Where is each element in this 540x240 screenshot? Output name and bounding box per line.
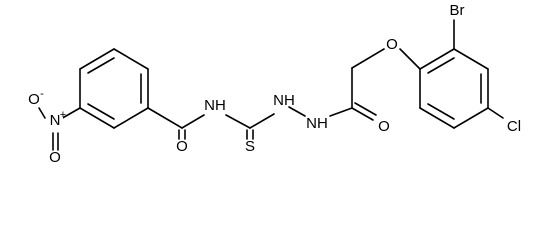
bond-nitro-o-minus (38, 107, 46, 119)
bonds (38, 19, 504, 151)
bond-nh2-to-nh3 (288, 106, 306, 117)
bond-ch2-to-o (351, 48, 385, 69)
atom-nh-hydrazide: NH (306, 115, 328, 132)
bond-ring2-b (453, 48, 489, 70)
bond-carbonyl-2-b (354, 102, 377, 116)
bond-ring-to-cl (487, 107, 504, 119)
bond-ring-to-carbonyl-c (147, 107, 183, 129)
bond-ring1-a (79, 48, 115, 70)
bond-ring2-inner-3 (427, 103, 455, 120)
bond-ring1-d (113, 107, 149, 129)
bond-carbonyl-2-a (351, 107, 374, 121)
bond-nh3-to-co (329, 107, 353, 117)
atom-o-ether: O (386, 36, 398, 53)
atom-n-nitro-charge: + (60, 109, 66, 121)
atom-br: Br (450, 2, 465, 19)
bond-carbonyl-to-nh (181, 114, 205, 129)
bond-ring1-b (113, 48, 149, 70)
atom-nh-amide: NH (204, 97, 226, 114)
atom-nh-thiourea: NH (273, 92, 295, 109)
bond-ring2-d (453, 107, 489, 129)
atom-s-thio: S (245, 138, 255, 155)
atom-n-nitro: N (50, 112, 61, 129)
bond-cs-to-nh2 (249, 113, 275, 129)
bond-ring2-e (419, 107, 455, 129)
chemical-structure: N + O - O O NH S NH NH O O Br Cl (28, 2, 521, 166)
atom-o-nitro-minus-charge: - (40, 88, 44, 100)
atom-o-carbonyl-2: O (378, 118, 390, 135)
bond-ring1-e (79, 107, 115, 129)
bond-ring2-a (419, 48, 455, 70)
atom-cl: Cl (507, 118, 521, 135)
atom-o-carbonyl-1: O (176, 138, 188, 155)
bond-ring1-inner-3 (87, 103, 115, 120)
bond-o-to-ring (399, 48, 421, 70)
bond-nh1-to-cs (225, 114, 251, 129)
atom-o-nitro-minus: O (28, 91, 40, 108)
atom-o-nitro-double: O (49, 149, 61, 166)
bond-ring2-inner-1 (427, 57, 455, 74)
bond-ring1-inner-1 (87, 57, 115, 74)
atom-labels: N + O - O O NH S NH NH O O Br Cl (28, 2, 521, 166)
